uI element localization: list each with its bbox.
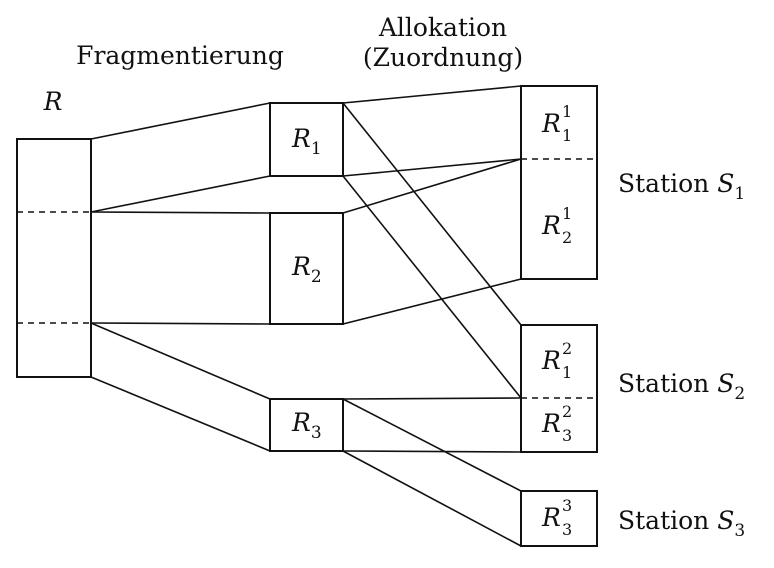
fragment-label-r3: R3 [291,408,322,443]
replica-label-r1-2: R 2 1 [541,339,572,382]
svg-text:1: 1 [562,204,572,223]
heading-allocation: Allokation [378,13,507,42]
connector-r-r3-top [90,322,271,400]
svg-text:3: 3 [562,496,572,515]
connector-r2-s1-bottom [342,278,522,325]
svg-text:R: R [541,346,561,375]
svg-text:R: R [541,409,561,438]
connector-r3-s2-bottom [342,450,522,453]
station-s1-box [520,85,598,280]
station-s2-box [520,324,598,453]
svg-text:1: 1 [562,363,572,382]
svg-text:3: 3 [562,426,572,445]
connector-r1-s1-bottom [342,158,522,177]
connector-r-r2-top [90,211,271,214]
connector-r1-s2-bottom [342,175,522,399]
connector-r1-s2-top [342,102,522,326]
svg-text:R: R [541,503,561,532]
connector-r3-s2-top [342,397,522,400]
connector-r3-s3-top [342,398,522,492]
station-s3-box [520,490,598,547]
svg-text:2: 2 [562,228,572,247]
connector-r-r1-bottom [90,175,271,213]
replica-label-r3-3: R 3 3 [541,496,572,539]
connector-r1-s1-top [342,85,522,104]
station-label-s2: Station S2 [618,369,745,404]
svg-text:R: R [541,211,561,240]
fragment-box-r1 [269,102,344,177]
svg-text:R: R [541,109,561,138]
fragment-label-r1: R1 [291,124,322,159]
svg-text:1: 1 [562,126,572,145]
connector-r3-s3-bottom [342,450,522,547]
station-label-s1: Station S1 [618,169,745,204]
relation-label: R [43,87,63,116]
svg-text:2: 2 [562,339,572,358]
replica-label-r2-1: R 1 2 [541,204,572,247]
connector-r-r3-bottom [90,376,271,452]
fragment-label-r2: R2 [291,252,322,287]
heading-fragmentation: Fragmentierung [76,41,284,70]
connector-r-r1-top [90,102,271,140]
connector-r-r2-bottom [90,322,271,325]
fragment-box-r3 [269,398,344,452]
replica-label-r3-2: R 2 3 [541,402,572,445]
svg-text:3: 3 [562,520,572,539]
svg-text:2: 2 [562,402,572,421]
replica-label-r1-1: R 1 1 [541,102,572,145]
heading-allocation-sub: (Zuordnung) [363,43,523,72]
relation-box [16,138,92,378]
station-label-s3: Station S3 [618,506,745,541]
svg-text:1: 1 [562,102,572,121]
fragment-box-r2 [269,212,344,325]
connector-r2-s1-top [342,158,522,214]
